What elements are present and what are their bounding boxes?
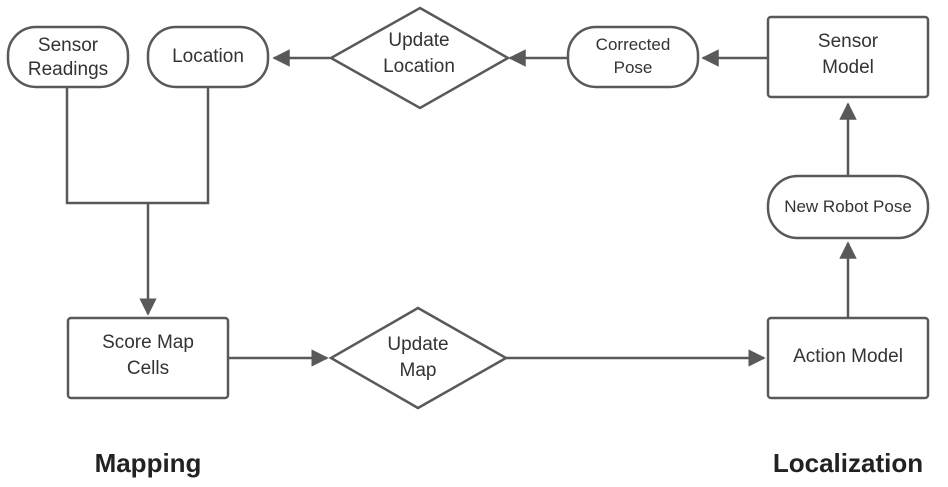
node-label-line: Location (172, 46, 244, 67)
node-sensor-model: Sensor Model (766, 15, 930, 99)
node-label-line: Corrected (596, 35, 671, 54)
node-score-map-cells: Score Map Cells (66, 316, 230, 400)
node-label-line: New Robot Pose (784, 197, 912, 216)
section-title-localization: Localization (773, 448, 923, 478)
node-label-line: Readings (28, 59, 108, 80)
node-corrected-pose: Corrected Pose (566, 25, 700, 89)
node-new-robot-pose: New Robot Pose (766, 174, 930, 240)
node-sensor-readings: Sensor Readings (6, 25, 130, 89)
node-label-line: Update (388, 30, 449, 51)
node-label-line: Model (822, 57, 874, 78)
node-action-model: Action Model (766, 316, 930, 400)
node-label-line: Cells (127, 358, 169, 379)
node-label-line: Pose (614, 58, 653, 77)
node-label-line: Map (400, 360, 437, 381)
node-update-location: Update Location (328, 6, 511, 110)
node-label-line: Score Map (102, 332, 194, 353)
node-location: Location (146, 25, 270, 89)
node-label-line: Location (383, 56, 455, 77)
edges (65, 49, 857, 367)
edge-sensor-readings-to-junction (65, 87, 148, 205)
node-label-line: Sensor (38, 35, 99, 56)
edge-location-to-junction (148, 87, 210, 205)
node-label-line: Update (387, 334, 448, 355)
section-title-mapping: Mapping (95, 448, 202, 478)
node-update-map: Update Map (328, 306, 509, 410)
node-label-line: Action Model (793, 346, 903, 367)
node-label-line: Sensor (818, 31, 879, 52)
